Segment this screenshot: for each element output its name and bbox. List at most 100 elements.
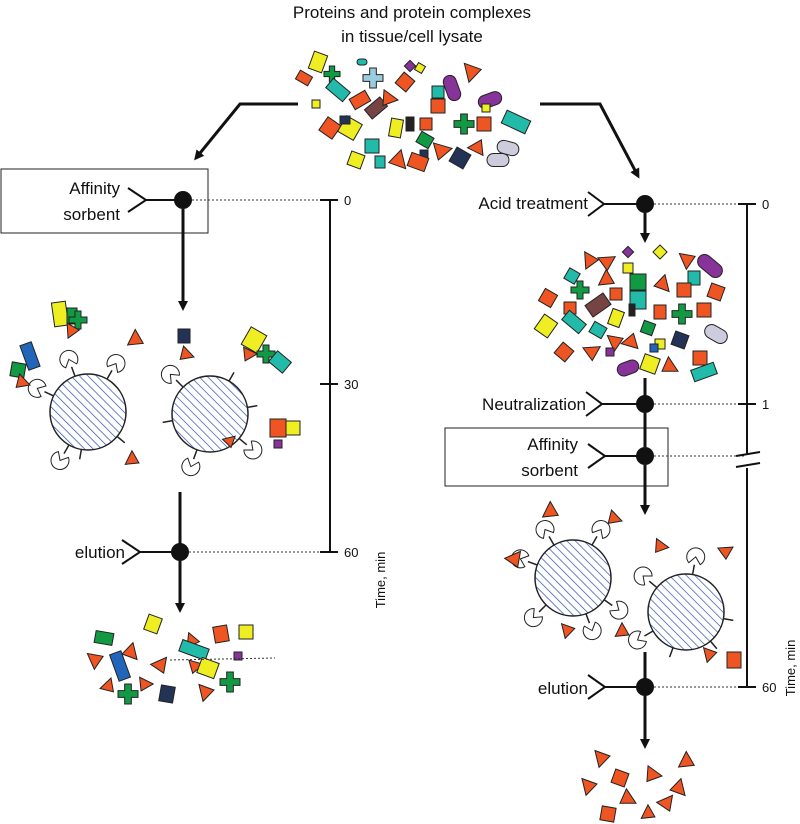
- protein-rect: [93, 629, 115, 647]
- right-affinity-box: [444, 427, 669, 487]
- protein-triangle: [653, 273, 670, 293]
- left-elution-label: elution: [75, 543, 125, 562]
- protein-rect: [609, 287, 623, 301]
- right-neutralization-label: Neutralization: [482, 395, 586, 414]
- protein-rect: [610, 768, 630, 788]
- right-beads-group: [503, 500, 742, 669]
- protein-triangle: [606, 334, 624, 353]
- protein-rect: [267, 350, 293, 374]
- protein-triangle: [432, 142, 454, 161]
- protein-rect: [240, 326, 268, 354]
- protein-rect: [238, 624, 254, 640]
- protein-cylinder: [442, 74, 462, 102]
- protein-triangle: [139, 676, 155, 692]
- receptor-icon: [27, 378, 47, 398]
- receptor-icon: [523, 608, 543, 628]
- right-branch: Acid treatment Neutralization Affinity s…: [444, 191, 798, 823]
- protein-rect: [430, 98, 446, 114]
- receptor-icon: [628, 630, 647, 650]
- protein-triangle: [655, 794, 674, 812]
- protein-rect: [584, 292, 612, 318]
- protein-triangle: [607, 509, 623, 525]
- receptor-icon: [686, 547, 706, 566]
- protein-triangle: [584, 250, 600, 270]
- protein-triangle: [387, 148, 407, 170]
- protein-rect: [177, 328, 191, 344]
- protein-rect: [621, 245, 635, 259]
- receptor-icon: [633, 566, 653, 586]
- bead-icon: [647, 573, 725, 651]
- protein-triangle: [99, 677, 115, 693]
- protein-rect: [639, 353, 661, 375]
- protein-rect: [599, 805, 617, 823]
- receptor-icon: [243, 440, 263, 460]
- protein-triangle: [382, 88, 400, 107]
- protein-cylinder: [704, 324, 728, 344]
- protein-rect: [690, 361, 718, 383]
- protein-rect: [533, 313, 559, 339]
- protein-cylinder: [486, 153, 510, 167]
- protein-cross: [362, 67, 384, 89]
- protein-cross: [256, 344, 276, 364]
- left-time-axis-label: Time, min: [373, 552, 388, 609]
- receptor-icon: [181, 457, 201, 477]
- protein-rect: [639, 319, 657, 337]
- protein-rect: [500, 109, 532, 135]
- protein-cylinder: [356, 58, 368, 66]
- protein-triangle: [179, 345, 195, 361]
- protein-triangle: [503, 550, 522, 568]
- right-acid-label: Acid treatment: [478, 194, 588, 213]
- protein-rect: [325, 77, 351, 103]
- protein-rect: [561, 309, 587, 335]
- protein-rect: [419, 117, 433, 131]
- bead-icon: [171, 375, 249, 453]
- protein-rect: [269, 418, 287, 438]
- protein-cross: [570, 280, 590, 300]
- protein-rect: [273, 439, 283, 449]
- protein-triangle: [582, 346, 602, 362]
- protein-triangle: [198, 683, 215, 703]
- receptor-icon: [160, 364, 180, 384]
- protein-rect: [448, 146, 472, 170]
- protein-rect: [364, 138, 380, 154]
- protein-rect: [652, 244, 668, 260]
- protein-rect: [394, 71, 416, 93]
- right-tick-60: 60: [762, 680, 776, 695]
- protein-rect: [406, 151, 430, 173]
- right-time-axis-label: Time, min: [783, 640, 798, 697]
- protein-rect: [622, 262, 634, 274]
- protein-triangle: [594, 749, 611, 769]
- protein-cross: [68, 310, 88, 330]
- protein-rect: [158, 684, 176, 704]
- protein-rect: [233, 651, 243, 661]
- protein-triangle: [124, 449, 140, 465]
- right-affinity-label-1: Affinity: [527, 435, 578, 454]
- protein-triangle: [15, 373, 31, 389]
- right-affinity-label-2: sorbent: [521, 461, 578, 480]
- protein-rect: [563, 267, 581, 285]
- protein-triangle: [655, 537, 670, 554]
- protein-triangle: [66, 322, 81, 340]
- lysate-protein-mixture: [294, 50, 532, 173]
- protein-rect: [346, 150, 366, 170]
- protein-triangle: [619, 787, 637, 804]
- protein-cylinder: [697, 254, 723, 278]
- receptor-icon: [591, 520, 611, 539]
- protein-cylinder: [616, 359, 640, 377]
- protein-triangle: [597, 268, 616, 286]
- protein-cross: [117, 683, 139, 705]
- protein-rect: [537, 287, 559, 309]
- right-step-node-1: [636, 195, 654, 213]
- protein-triangle: [677, 750, 696, 768]
- protein-rect: [143, 613, 163, 635]
- protein-rect: [553, 341, 575, 363]
- protein-triangle: [669, 777, 686, 797]
- protein-rect: [285, 420, 301, 436]
- protein-rect: [431, 85, 445, 99]
- protein-rect: [726, 651, 742, 669]
- right-step-node-3: [636, 447, 654, 465]
- left-bead-2: [160, 364, 263, 477]
- left-beads-group: [9, 300, 301, 477]
- protein-rect: [348, 89, 372, 111]
- protein-triangle: [560, 622, 576, 640]
